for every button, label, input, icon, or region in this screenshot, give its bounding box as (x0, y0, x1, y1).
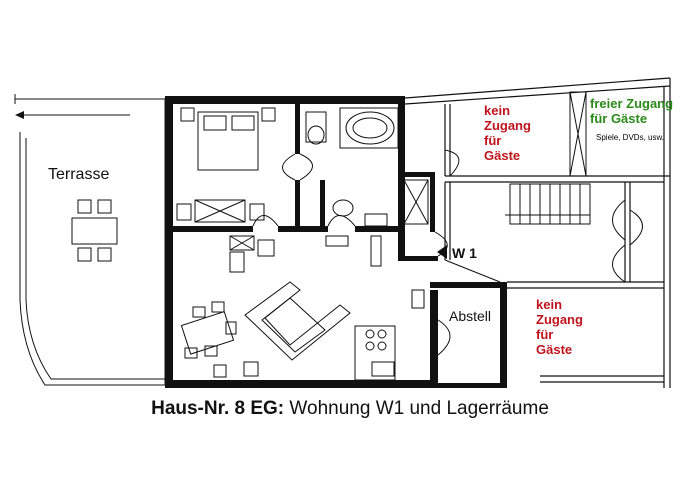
no-access-bottom-line-2: Zugang (536, 311, 583, 327)
apartment-walls (165, 96, 507, 388)
plan-caption: Haus-Nr. 8 EG: Wohnung W1 und Lagerräume (0, 398, 700, 420)
storage-label: Abstell (449, 308, 492, 324)
no-access-bottom-label: kein Zugang für Gäste (536, 297, 583, 358)
entry-arrow-icon (437, 245, 447, 259)
no-access-top-line-2: Zugang (484, 117, 531, 133)
free-access-label: freier Zugang für Gäste (590, 96, 674, 127)
no-access-top-line-4: Gäste (484, 147, 521, 163)
no-access-bottom-line-4: Gäste (536, 341, 573, 357)
caption-bold: Haus-Nr. 8 EG: (151, 398, 285, 419)
staircase-icon (505, 183, 591, 225)
free-access-line-1: freier Zugang (590, 96, 674, 111)
living-furniture (180, 235, 425, 381)
apartment-label: W 1 (452, 245, 477, 261)
shelf-icon (569, 91, 587, 177)
no-access-top-label: kein Zugang für Gäste (484, 103, 531, 164)
bathroom-fixtures (305, 107, 429, 227)
terrace-arrow-icon (15, 111, 130, 119)
terrace-table-icon (71, 199, 118, 262)
terrace-area (14, 94, 166, 386)
terrace-label: Terrasse (48, 166, 110, 183)
doors (252, 149, 643, 356)
no-access-top-line-3: für (484, 132, 502, 148)
no-access-top-line-1: kein (484, 103, 511, 118)
caption-normal: Wohnung W1 und Lagerräume (284, 398, 549, 419)
no-access-bottom-line-1: kein (536, 297, 563, 312)
no-access-bottom-line-3: für (536, 326, 554, 342)
bedroom-furniture (176, 107, 276, 223)
free-access-line-2: für Gäste (590, 110, 648, 126)
free-access-note: Spiele, DVDs, usw. (596, 133, 665, 142)
